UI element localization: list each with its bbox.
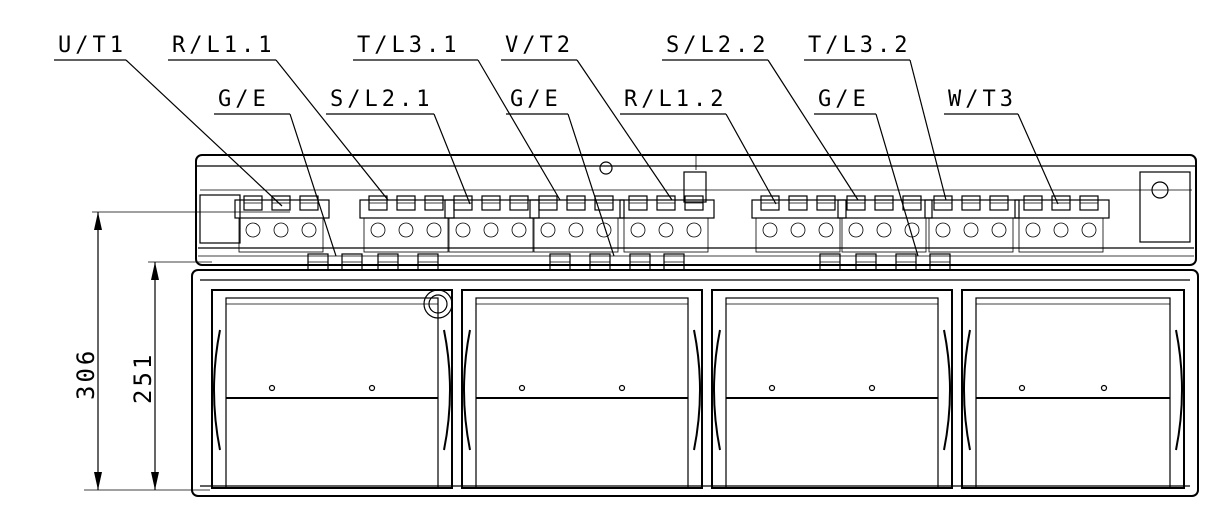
leader-t-l3-2 — [909, 59, 947, 201]
terminal-group — [924, 195, 1020, 253]
terminal-group — [529, 195, 625, 253]
leader-g-e-1 — [289, 113, 337, 257]
fan-module — [961, 289, 1185, 489]
label-w-t3: W/T3 — [948, 87, 1017, 112]
dimension-251: 251 — [129, 261, 212, 490]
fan-module — [461, 289, 703, 489]
label-t-l3-2: T/L3.2 — [808, 33, 911, 58]
fan-module — [711, 289, 953, 489]
label-s-l2-1: S/L2.1 — [330, 87, 433, 112]
dimension-251-text: 251 — [129, 352, 157, 404]
leader-r-l1-2 — [725, 113, 777, 205]
terminal-group — [837, 195, 933, 253]
dimension-306: 306 — [72, 211, 290, 491]
dimension-306-text: 306 — [72, 348, 100, 400]
label-r-l1-2: R/L1.2 — [624, 87, 727, 112]
leader-g-e-3 — [875, 113, 919, 257]
label-s-l2-2: S/L2.2 — [666, 33, 769, 58]
leader-s-l2-2 — [767, 59, 859, 201]
terminal-group — [359, 195, 455, 253]
terminal-blocks — [234, 195, 1110, 271]
leader-u-t1 — [125, 59, 283, 207]
terminal-labels: U/T1 R/L1.1 T/L3.1 V/T2 S/L2.2 T/L3.2 G/… — [54, 33, 1018, 115]
leader-s-l2-1 — [433, 113, 471, 205]
label-u-t1: U/T1 — [58, 33, 127, 58]
fan-module — [211, 289, 453, 489]
leader-v-t2 — [576, 59, 673, 201]
leader-lines — [125, 59, 1059, 257]
terminal-group — [751, 195, 847, 253]
leader-r-l1-1 — [275, 59, 389, 201]
terminal-group — [234, 195, 330, 253]
label-g-e-3: G/E — [818, 87, 870, 112]
leader-t-l3-1 — [477, 59, 561, 201]
fan-modules — [191, 269, 1199, 497]
label-g-e-2: G/E — [510, 87, 562, 112]
leader-g-e-2 — [567, 113, 615, 257]
terminal-group — [444, 195, 540, 253]
label-t-l3-1: T/L3.1 — [357, 33, 460, 58]
leader-w-t3 — [1017, 113, 1059, 205]
terminal-group — [619, 195, 715, 253]
terminal-group — [1014, 195, 1110, 253]
label-g-e-1: G/E — [218, 87, 270, 112]
label-r-l1-1: R/L1.1 — [172, 33, 275, 58]
label-v-t2: V/T2 — [505, 33, 574, 58]
